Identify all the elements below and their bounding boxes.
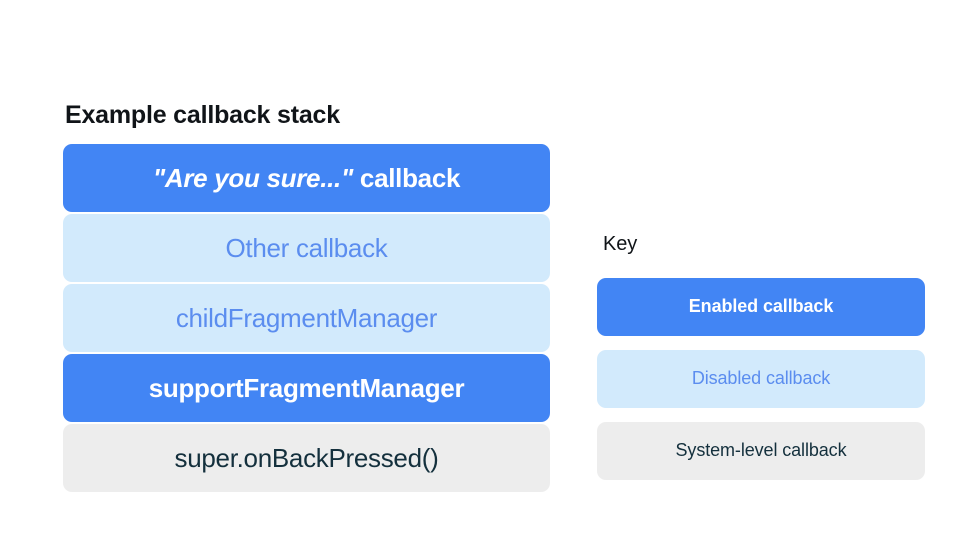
callback-bar-label: childFragmentManager — [175, 302, 438, 333]
callback-bar-label: "Are you sure..." callback — [152, 162, 461, 193]
key-item-label: Disabled callback — [691, 368, 831, 389]
key-item-enabled-callback: Enabled callback — [597, 278, 925, 336]
callback-bar-label-plain: callback — [353, 162, 461, 193]
callback-bar-other-callback[interactable]: Other callback — [63, 214, 550, 282]
key-item-label: System-level callback — [675, 440, 847, 461]
key-item-system-level-callback: System-level callback — [597, 422, 925, 480]
key-title: Key — [603, 233, 638, 255]
callback-bar-label: Other callback — [225, 232, 388, 263]
callback-stack-list: "Are you sure..." callback Other callbac… — [63, 144, 550, 492]
callback-bar-label: super.onBackPressed() — [174, 442, 439, 473]
callback-bar-super-on-back-pressed[interactable]: super.onBackPressed() — [63, 424, 550, 492]
callback-bar-label: supportFragmentManager — [148, 372, 465, 403]
key-item-label: Enabled callback — [688, 296, 834, 317]
callback-bar-support-fragment-manager[interactable]: supportFragmentManager — [63, 354, 550, 422]
page-title: Example callback stack — [65, 101, 340, 129]
callback-stack-section: Example callback stack "Are you sure..."… — [63, 100, 550, 492]
key-item-disabled-callback: Disabled callback — [597, 350, 925, 408]
key-legend-list: Enabled callback Disabled callback Syste… — [597, 278, 925, 480]
callback-bar-child-fragment-manager[interactable]: childFragmentManager — [63, 284, 550, 352]
callback-bar-are-you-sure[interactable]: "Are you sure..." callback — [63, 144, 550, 212]
callback-bar-label-quoted: "Are you sure..." — [152, 162, 353, 193]
key-legend-section: Key Enabled callback Disabled callback S… — [597, 232, 925, 480]
